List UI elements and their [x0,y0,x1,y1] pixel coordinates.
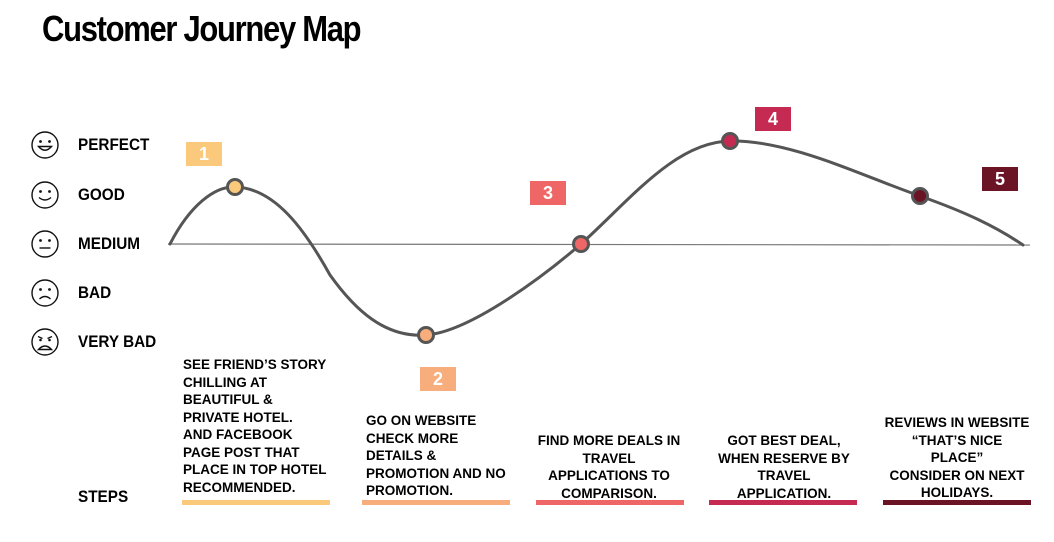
neutral-face-icon [31,230,59,258]
step-number-badge-1: 1 [186,142,222,166]
very-happy-face-icon [31,131,59,159]
step-description-4: GOT BEST DEAL, WHEN RESERVE BY TRAVEL AP… [718,433,850,501]
mood-label: VERY BAD [78,332,157,351]
step-bar-4 [709,500,857,505]
step-bar-3 [536,500,684,505]
step-bar-2 [362,500,510,505]
step-description-5: REVIEWS IN WEBSITE “THAT’S NICE PLACE” C… [884,415,1030,500]
step-number-badge-5: 5 [982,167,1018,191]
step-description-1: SEE FRIEND’S STORY CHILLING AT BEAUTIFUL… [183,357,327,495]
mood-row-bad: BAD [30,278,115,308]
step-number-badge-3: 3 [530,181,566,205]
journey-point-4 [721,132,739,150]
step-number-badge-4: 4 [755,107,791,131]
mood-row-good: GOOD [30,180,130,210]
step-bar-1 [182,500,330,505]
step-description-2: GO ON WEBSITE CHECK MORE DETAILS & PROMO… [366,413,506,498]
page-title: Customer Journey Map [42,8,362,49]
step-description-3: FIND MORE DEALS IN TRAVEL APPLICATIONS T… [537,433,681,501]
mood-label: PERFECT [78,135,150,154]
journey-point-3 [572,235,590,253]
journey-point-5 [911,187,929,205]
mood-label: BAD [78,283,112,302]
journey-point-1 [226,178,244,196]
mood-row-very-bad: VERY BAD [30,327,165,357]
mood-row-perfect: PERFECT [30,130,157,160]
steps-label: STEPS [78,487,129,506]
mood-label: GOOD [78,185,125,204]
smile-face-icon [31,181,59,209]
journey-point-2 [417,326,435,344]
mood-label: MEDIUM [78,234,141,253]
medium-baseline [167,243,1031,246]
sad-face-icon [31,279,59,307]
mood-row-medium: MEDIUM [30,229,147,259]
step-bar-5 [883,500,1031,505]
very-sad-face-icon [31,328,59,356]
step-number-badge-2: 2 [420,367,456,391]
journey-curve [168,139,1025,337]
